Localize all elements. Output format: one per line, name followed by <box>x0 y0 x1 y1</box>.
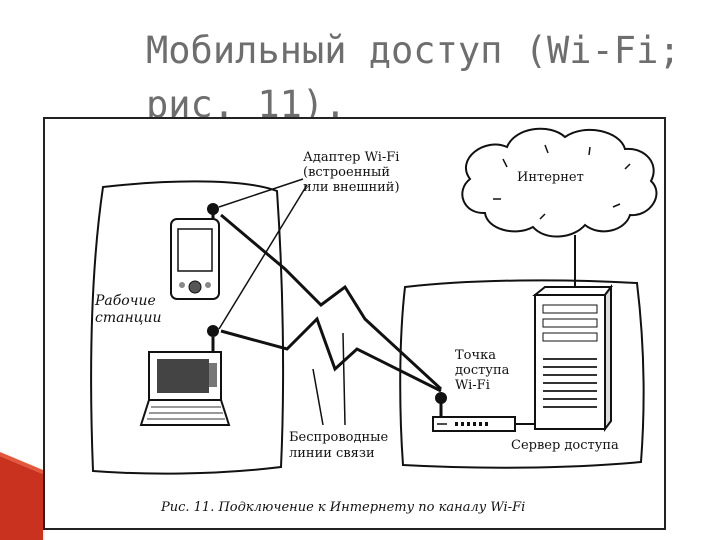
adapter-pointer-lines <box>218 178 308 330</box>
access-point-icon <box>432 392 516 432</box>
wifi-diagram: Адаптер Wi-Fi (встроенный или внешний) И… <box>90 127 658 515</box>
slide-title: Мобильный доступ (Wi-Fi; рис. 11). <box>146 24 706 132</box>
accent-bar <box>0 452 43 540</box>
access-point-label: Точка доступа Wi-Fi <box>455 348 514 393</box>
cloud-texture <box>493 144 631 220</box>
internet-cloud <box>461 127 658 238</box>
workstations-label: Рабочие станции <box>94 293 162 326</box>
workstations-room <box>90 180 285 475</box>
internet-label: Интернет <box>517 170 584 185</box>
wifi-diagram-figure: Адаптер Wi-Fi (встроенный или внешний) И… <box>43 117 666 530</box>
adapter-label: Адаптер Wi-Fi (встроенный или внешний) <box>303 150 404 195</box>
pda-icon <box>170 203 220 300</box>
server-label: Сервер доступа <box>511 438 619 453</box>
server-icon <box>532 284 613 432</box>
title-line-1: Мобильный доступ (Wi-Fi; <box>146 29 681 72</box>
wireless-pointer-lines <box>312 332 346 426</box>
figure-caption: Рис. 11. Подключение к Интернету по кана… <box>160 500 525 515</box>
wireless-links <box>220 213 443 393</box>
server-room <box>399 279 645 469</box>
laptop-icon <box>139 325 231 426</box>
wireless-label: Беспроводные линии связи <box>289 430 392 461</box>
